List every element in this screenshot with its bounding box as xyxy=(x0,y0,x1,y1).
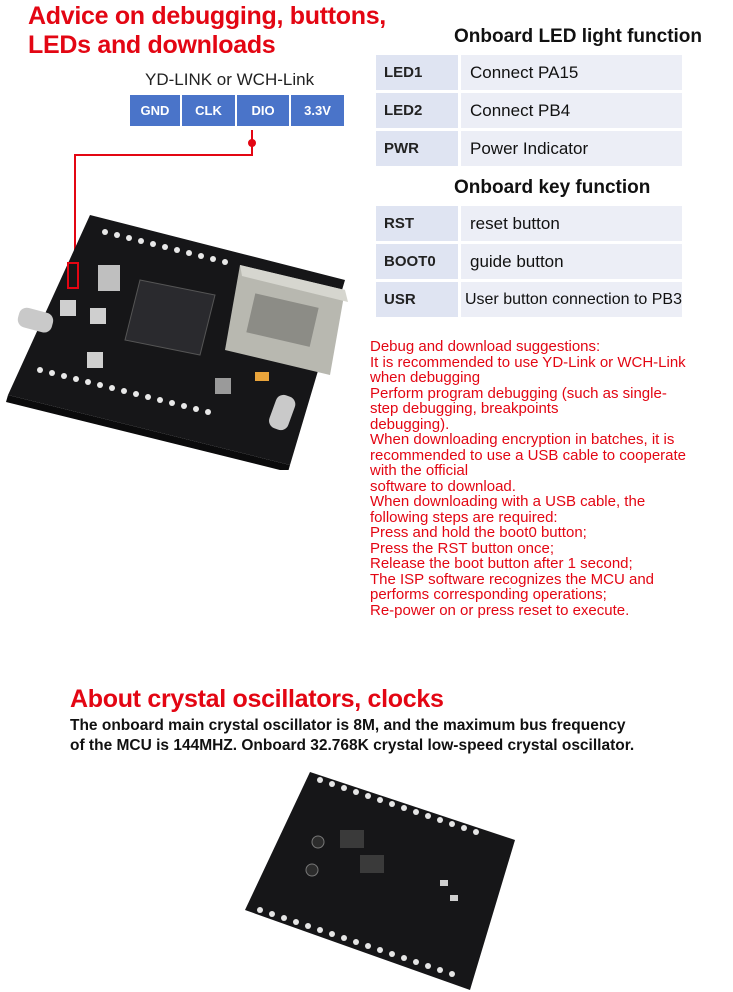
led-name: PWR xyxy=(376,131,458,166)
table-row: PWR Power Indicator xyxy=(376,131,682,166)
led-function: Connect PB4 xyxy=(461,93,682,128)
advice-line: When downloading encryption in batches, … xyxy=(370,431,675,448)
debugger-pin-header: GND CLK DIO 3.3V xyxy=(130,95,344,126)
key-table-title: Onboard key function xyxy=(454,177,651,198)
led-name: LED1 xyxy=(376,55,458,90)
crystal-desc-line1: The onboard main crystal oscillator is 8… xyxy=(70,717,626,734)
crystal-description: The onboard main crystal oscillator is 8… xyxy=(70,716,730,756)
debugger-caption: YD-LINK or WCH-Link xyxy=(145,70,315,89)
advice-line: recommended to use a USB cable to cooper… xyxy=(370,446,687,464)
table-row: LED2 Connect PB4 xyxy=(376,93,682,128)
advice-line: Press and hold the boot0 button; xyxy=(370,524,587,541)
led-table-title: Onboard LED light function xyxy=(454,26,703,47)
key-name: BOOT0 xyxy=(376,244,458,279)
led-table: LED1 Connect PA15 LED2 Connect PB4 PWR P… xyxy=(376,55,682,169)
table-row: LED1 Connect PA15 xyxy=(376,55,682,90)
board-top-image xyxy=(6,130,348,470)
advice-line: debugging). xyxy=(370,415,450,433)
table-row: RST reset button xyxy=(376,206,682,241)
advice-line: Debug and download suggestions: xyxy=(370,338,601,355)
advice-line: when debugging xyxy=(370,369,481,386)
key-table: RST reset button BOOT0 guide button USR … xyxy=(376,206,682,320)
advice-line: Perform program debugging (such as singl… xyxy=(370,384,667,402)
led-function: Connect PA15 xyxy=(461,55,682,90)
table-row: BOOT0 guide button xyxy=(376,244,682,279)
advice-line: with the official xyxy=(370,462,469,479)
pin-3v3: 3.3V xyxy=(291,95,344,126)
crystal-section-title: About crystal oscillators, clocks xyxy=(70,685,444,713)
advice-line: following steps are required: xyxy=(370,508,558,526)
debug-section-title: Advice on debugging, buttons, LEDs and d… xyxy=(28,2,386,60)
key-function: guide button xyxy=(461,244,682,279)
advice-line: The ISP software recognizes the MCU and xyxy=(370,570,655,588)
advice-line: performs corresponding operations; xyxy=(370,586,607,603)
led-function: Power Indicator xyxy=(461,131,682,166)
key-name: RST xyxy=(376,206,458,241)
key-name: USR xyxy=(376,282,458,317)
advice-line: When downloading with a USB cable, the xyxy=(370,493,646,510)
pin-dio: DIO xyxy=(237,95,289,126)
led-name: LED2 xyxy=(376,93,458,128)
advice-line: It is recommended to use YD-Link or WCH-… xyxy=(370,353,686,371)
key-function: reset button xyxy=(461,206,682,241)
debug-title-line2: LEDs and downloads xyxy=(28,31,276,59)
pin-gnd: GND xyxy=(130,95,180,126)
key-function: User button connection to PB3 xyxy=(460,282,682,317)
advice-line: Release the boot button after 1 second; xyxy=(370,555,633,572)
table-row: USR User button connection to PB3 xyxy=(376,282,682,317)
crystal-desc-line2: of the MCU is 144MHZ. Onboard 32.768K cr… xyxy=(70,737,635,754)
debug-advice-text: Debug and download suggestions: It is re… xyxy=(370,339,730,618)
pin-clk: CLK xyxy=(182,95,235,126)
advice-line: step debugging, breakpoints xyxy=(370,400,559,417)
advice-line: Re-power on or press reset to execute. xyxy=(370,601,630,619)
debug-title-line1: Advice on debugging, buttons, xyxy=(28,2,386,30)
advice-line: Press the RST button once; xyxy=(370,539,554,557)
board-bottom-image xyxy=(245,772,515,990)
advice-line: software to download. xyxy=(370,477,516,495)
